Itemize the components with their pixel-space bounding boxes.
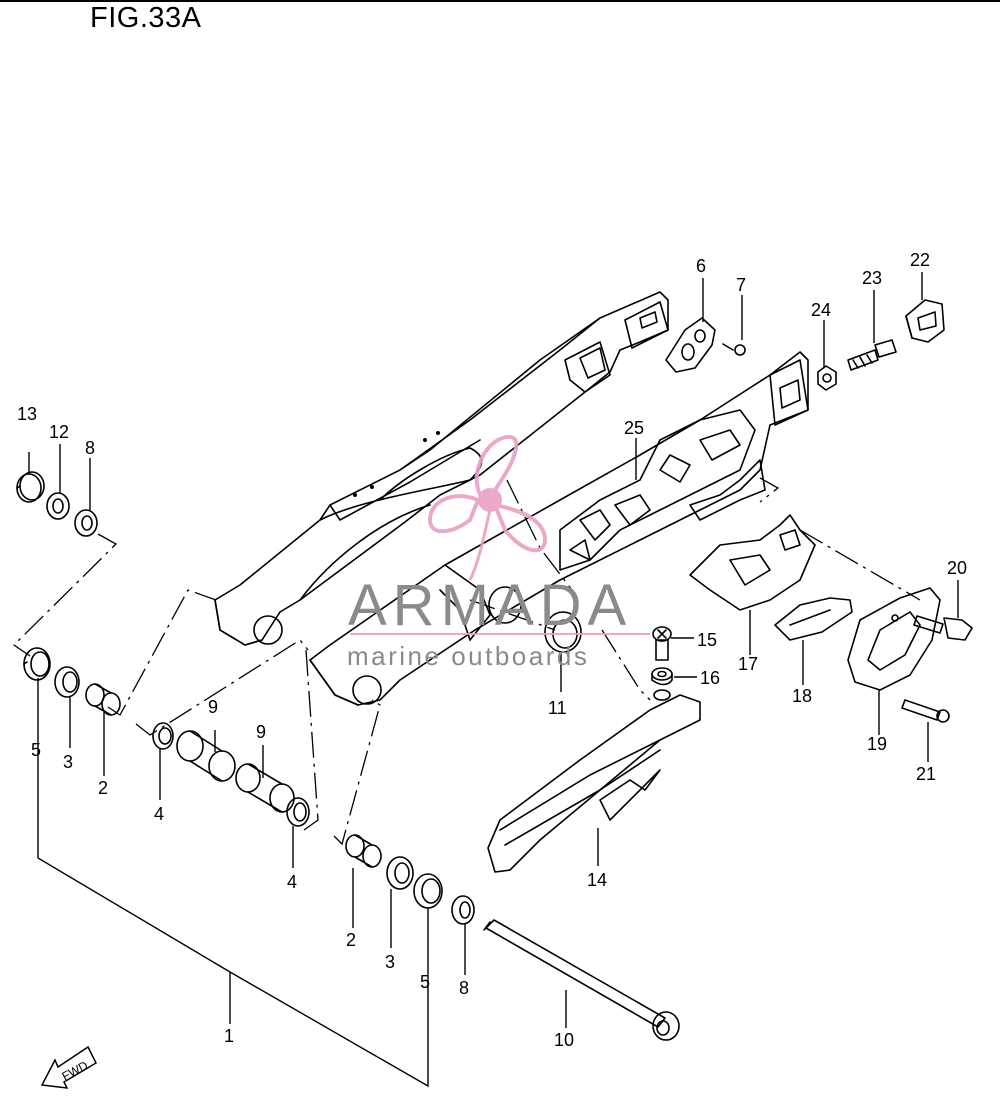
pivot-shaft-10: [483, 919, 680, 1041]
screw-7: [722, 343, 746, 356]
washer-16: [651, 667, 673, 686]
bolt-23: [847, 339, 897, 371]
seal-5a: [23, 647, 51, 681]
watermark-brand: ARMADA: [348, 573, 633, 638]
callout-2: 2: [98, 778, 108, 798]
callout-6: 6: [696, 256, 706, 276]
callout-3: 3: [63, 752, 73, 772]
seal-8a: [74, 509, 98, 537]
washer-3a: [54, 666, 80, 698]
callout-19: 19: [867, 734, 887, 754]
callout-4: 4: [154, 804, 164, 824]
bolt-21: [901, 699, 950, 723]
spacer-9b: [235, 763, 295, 813]
callout-2: 2: [346, 930, 356, 950]
washer-3b: [386, 856, 414, 890]
callout-22: 22: [910, 250, 930, 270]
seal-4a: [152, 722, 174, 750]
callout-5: 5: [31, 740, 41, 760]
spacer-9a: [176, 730, 236, 782]
callout-9: 9: [256, 722, 266, 742]
watermark-tagline: marine outboards: [347, 641, 590, 671]
callout-1: 1: [224, 1026, 234, 1046]
swingarm-body: [214, 291, 809, 706]
callout-3: 3: [385, 952, 395, 972]
callout-11: 11: [548, 698, 567, 718]
chain-guide-plate-19: [847, 587, 941, 691]
callout-20: 20: [947, 558, 967, 578]
fwd-arrow-icon: FWD: [40, 1045, 97, 1089]
callout-17: 17: [738, 654, 758, 674]
callout-8: 8: [459, 978, 469, 998]
seal-4b: [286, 797, 310, 827]
bearing-2a: [85, 683, 121, 716]
callout-4: 4: [287, 872, 297, 892]
bearing-2b: [345, 834, 382, 868]
washer-12: [46, 492, 70, 520]
callout-12: 12: [49, 422, 69, 442]
callout-23: 23: [862, 268, 882, 288]
callout-25: 25: [624, 418, 644, 438]
callout-5: 5: [420, 972, 430, 992]
callout-15: 15: [697, 630, 717, 650]
armada-logo-icon: [350, 434, 650, 635]
callout-8: 8: [85, 438, 95, 458]
block-22: [905, 299, 945, 343]
callout-16: 16: [700, 668, 720, 688]
seal-8b: [451, 895, 475, 925]
cap-13: [16, 471, 45, 503]
chain-guide-17: [689, 514, 816, 611]
callout-14: 14: [587, 870, 607, 890]
callout-21: 21: [916, 764, 936, 784]
chain-slider-14: [487, 689, 701, 873]
seal-5b: [413, 873, 443, 909]
callout-18: 18: [792, 686, 812, 706]
chain-guide-insert-18: [774, 597, 853, 641]
callout-10: 10: [554, 1030, 574, 1050]
callout-24: 24: [811, 300, 831, 320]
decal-rmz-25: [559, 409, 756, 571]
nut-24: [817, 365, 837, 391]
figure-title: FIG.33A: [90, 2, 202, 34]
leader-lines: [28, 272, 959, 1088]
bracket-6: [665, 317, 716, 373]
bolt-20: [913, 615, 973, 641]
callout-7: 7: [736, 275, 746, 295]
callout-9: 9: [208, 697, 218, 717]
callout-13: 13: [17, 404, 37, 424]
top-border: [0, 0, 1000, 2]
screw-15: [652, 626, 672, 661]
